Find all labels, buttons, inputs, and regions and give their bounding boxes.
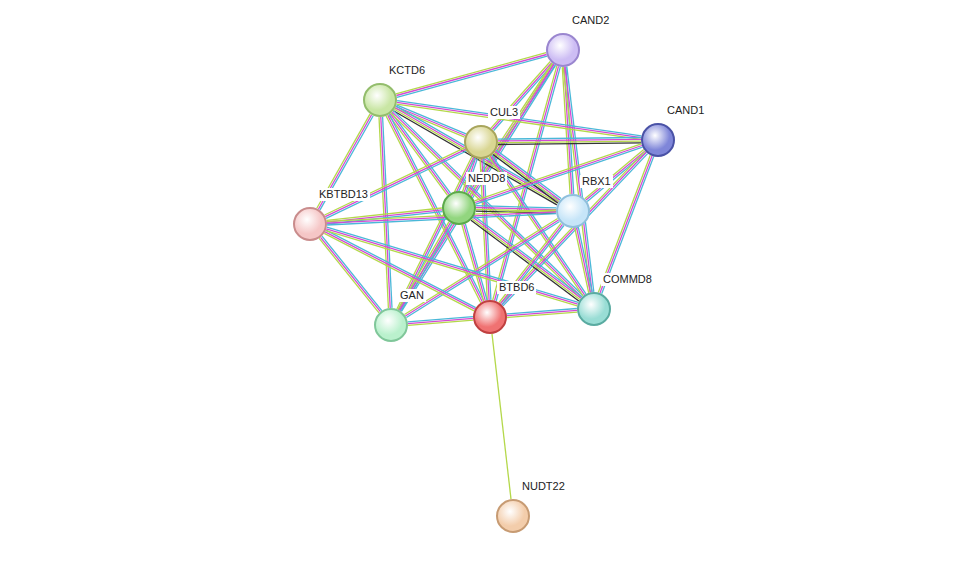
node-label: RBX1: [580, 175, 613, 188]
interaction-edge: [471, 216, 582, 301]
evidence-line: [577, 228, 591, 293]
evidence-line: [473, 218, 581, 299]
interaction-edge: [408, 317, 473, 326]
protein-node: KCTD6: [363, 83, 397, 117]
node-label: COMMD8: [601, 273, 654, 286]
evidence-line: [317, 114, 370, 208]
evidence-line: [462, 225, 484, 301]
interaction-edge: [462, 224, 487, 301]
protein-node: BTBD6: [473, 300, 507, 334]
evidence-line: [498, 139, 641, 141]
evidence-line: [492, 334, 511, 499]
evidence-line: [405, 219, 558, 315]
protein-node: NEDD8: [442, 191, 476, 225]
evidence-line: [498, 138, 641, 140]
interaction-edge: [326, 227, 578, 306]
evidence-line: [394, 109, 558, 203]
evidence-line: [327, 227, 578, 302]
node-label: BTBD6: [497, 281, 536, 294]
evidence-line: [326, 229, 577, 304]
interaction-edge: [507, 309, 577, 318]
interaction-edge: [327, 210, 556, 225]
evidence-line: [327, 212, 556, 223]
evidence-line: [464, 224, 486, 300]
interaction-edge: [575, 227, 592, 293]
evidence-line: [408, 320, 473, 325]
node-label: KBTBD13: [317, 188, 370, 201]
interaction-edge: [379, 117, 392, 308]
protein-node: CUL3: [464, 125, 498, 159]
node-label: CAND1: [665, 104, 706, 117]
evidence-line: [319, 238, 379, 313]
evidence-line: [498, 141, 641, 143]
node-label: CAND2: [570, 14, 611, 27]
evidence-line: [465, 224, 487, 300]
evidence-line: [507, 312, 577, 317]
interaction-edge: [324, 230, 475, 311]
evidence-line: [379, 117, 388, 308]
interaction-edge: [498, 138, 641, 145]
evidence-line: [575, 228, 589, 293]
evidence-line: [381, 117, 390, 308]
evidence-line: [327, 210, 556, 221]
protein-node: GAN: [374, 308, 408, 342]
protein-node: RBX1: [556, 194, 590, 228]
interaction-edge: [492, 334, 511, 499]
node-label: NEDD8: [466, 172, 507, 185]
evidence-line: [474, 216, 582, 297]
interaction-edge: [393, 106, 559, 205]
evidence-line: [578, 227, 592, 292]
protein-node: CAND2: [546, 33, 580, 67]
node-label: GAN: [398, 289, 426, 302]
node-label: KCTD6: [387, 64, 427, 77]
evidence-line: [325, 232, 475, 309]
evidence-line: [498, 143, 641, 145]
evidence-line: [471, 220, 579, 301]
node-label: NUDT22: [520, 480, 567, 493]
evidence-line: [326, 231, 577, 306]
node-label: CUL3: [488, 106, 520, 119]
evidence-line: [321, 237, 381, 311]
evidence-line: [472, 219, 580, 300]
protein-node: COMMD8: [577, 292, 611, 326]
protein-node: CAND1: [641, 123, 675, 157]
evidence-line: [395, 108, 559, 202]
interaction-edge: [317, 114, 373, 210]
protein-node: NUDT22: [496, 499, 530, 533]
protein-node: KBTBD13: [293, 207, 327, 241]
evidence-line: [324, 233, 474, 310]
